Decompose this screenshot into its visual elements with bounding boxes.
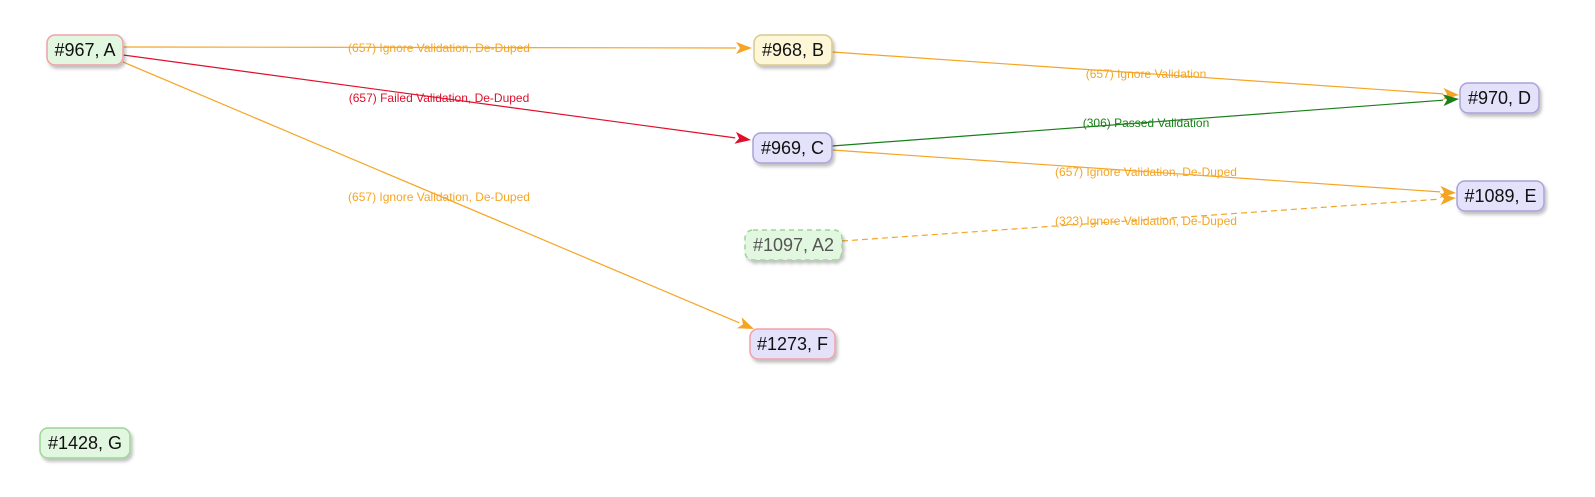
edge-arrowhead	[1439, 193, 1456, 206]
node-label: #969, C	[761, 138, 824, 158]
node-label: #1097, A2	[753, 235, 834, 255]
node-box	[753, 34, 833, 66]
node-box	[46, 34, 124, 66]
node-a[interactable]: #967, A	[46, 34, 124, 66]
edge-label: (657) Ignore Validation, De-Duped	[348, 41, 530, 55]
node-box	[744, 229, 843, 261]
edge-line	[122, 46, 737, 49]
node-box	[1459, 82, 1540, 114]
edge-a-c: (657) Failed Validation, De-Duped	[122, 54, 751, 144]
edge-arrowhead	[735, 41, 752, 54]
edge-a2-e: (323) Ignore Validation, De-Duped	[841, 193, 1456, 242]
edge-line	[831, 51, 1444, 95]
node-box	[749, 328, 836, 360]
node-b[interactable]: #968, B	[753, 34, 833, 66]
nodes-layer: #967, A #968, B #969, C #970, D #1089, E #109…	[39, 34, 1545, 459]
edge-arrowhead	[734, 131, 751, 144]
edge-arrowhead	[736, 317, 754, 329]
node-d[interactable]: #970, D	[1459, 82, 1540, 114]
node-label: #967, A	[54, 40, 115, 60]
edge-c-d: (306) Passed Validation	[831, 94, 1459, 147]
node-g[interactable]: #1428, G	[39, 427, 131, 459]
edges-layer: (657) Ignore Validation, De-Duped (657) F…	[122, 41, 1459, 329]
node-f[interactable]: #1273, F	[749, 328, 836, 360]
node-a2[interactable]: #1097, A2	[744, 229, 843, 261]
node-e[interactable]: #1089, E	[1456, 180, 1545, 212]
node-box	[1456, 180, 1545, 212]
edge-a-f: (657) Ignore Validation, De-Duped	[122, 61, 754, 329]
node-label: #970, D	[1468, 88, 1531, 108]
edge-line	[122, 61, 740, 324]
node-label: #1273, F	[757, 334, 828, 354]
node-box	[39, 427, 131, 459]
edge-arrowhead	[1442, 94, 1459, 107]
edge-label: (657) Failed Validation, De-Duped	[349, 91, 530, 105]
edge-label: (323) Ignore Validation, De-Duped	[1055, 214, 1237, 228]
edge-line	[122, 54, 736, 139]
node-label: #1428, G	[48, 433, 122, 453]
edge-line	[831, 149, 1441, 193]
node-label: #1089, E	[1464, 186, 1536, 206]
edge-label: (306) Passed Validation	[1083, 116, 1210, 130]
edge-label: (657) Ignore Validation, De-Duped	[1055, 165, 1237, 179]
edge-line	[831, 99, 1444, 147]
edge-label: (657) Ignore Validation	[1086, 67, 1207, 81]
edge-b-d: (657) Ignore Validation	[831, 51, 1459, 100]
node-c[interactable]: #969, C	[752, 132, 833, 164]
edge-label: (657) Ignore Validation, De-Duped	[348, 190, 530, 204]
edge-a-b: (657) Ignore Validation, De-Duped	[122, 41, 752, 55]
node-label: #968, B	[762, 40, 824, 60]
node-box	[752, 132, 833, 164]
edge-c-e: (657) Ignore Validation, De-Duped	[831, 149, 1456, 198]
